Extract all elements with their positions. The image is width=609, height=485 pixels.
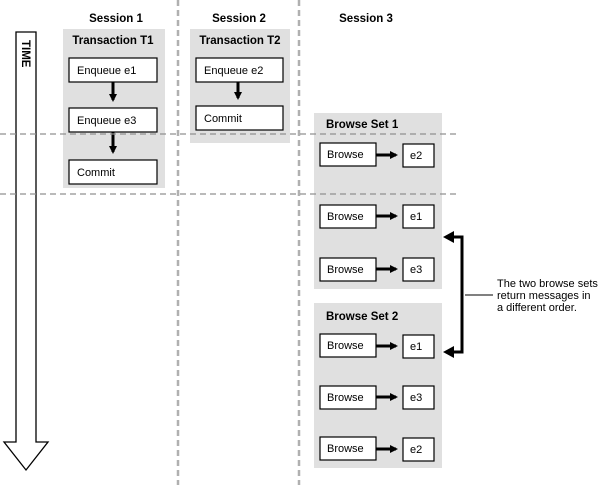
browse-action-label: Browse — [327, 392, 364, 404]
t2-step-commit — [195, 105, 284, 131]
time-label: TIME — [19, 40, 31, 68]
browse-action-label: Browse — [327, 264, 364, 276]
order-comparison-bracket — [443, 231, 493, 358]
note-line-1: The two browse sets — [497, 278, 598, 290]
t1-step-label: Enqueue e1 — [77, 65, 136, 77]
session-1-header: Session 1 — [89, 13, 143, 25]
browse-set-2-row: Browse e1 — [319, 333, 435, 359]
session-3-header: Session 3 — [339, 13, 393, 25]
t2-step-label: Commit — [204, 113, 242, 125]
browse-msg-label: e2 — [410, 444, 422, 456]
browse-action-label: Browse — [327, 211, 364, 223]
t1-step-label: Commit — [77, 167, 115, 179]
t2-step-enqueue-e2 — [195, 57, 284, 83]
browse-set-2-title: Browse Set 2 — [326, 311, 398, 323]
browse-msg-label: e1 — [410, 211, 422, 223]
browse-msg-label: e3 — [410, 392, 422, 404]
note-line-3: a different order. — [497, 302, 577, 314]
t1-step-enqueue-e1 — [68, 57, 158, 83]
browse-set-1-row: Browse e1 — [319, 204, 435, 229]
session-2-header: Session 2 — [212, 13, 266, 25]
browse-set-2-row: Browse e2 — [319, 436, 435, 462]
t1-step-label: Enqueue e3 — [77, 115, 136, 127]
note-line-2: return messages in — [497, 290, 591, 302]
t2-step-label: Enqueue e2 — [204, 65, 263, 77]
browse-set-1-title: Browse Set 1 — [326, 119, 399, 131]
transaction-t2-title: Transaction T2 — [199, 35, 280, 47]
browse-action-label: Browse — [327, 443, 364, 455]
browse-action-label: Browse — [327, 149, 364, 161]
browse-set-1-row: Browse e3 — [319, 257, 435, 282]
browse-set-2-row: Browse e3 — [319, 385, 435, 410]
transaction-t1-title: Transaction T1 — [72, 35, 154, 47]
browse-msg-label: e1 — [410, 341, 422, 353]
time-arrow: TIME — [2, 31, 50, 472]
browse-set-1-row: Browse e2 — [319, 142, 435, 168]
t1-step-commit — [68, 159, 158, 185]
browse-msg-label: e3 — [410, 264, 422, 276]
browse-msg-label: e2 — [410, 150, 422, 162]
browse-action-label: Browse — [327, 340, 364, 352]
